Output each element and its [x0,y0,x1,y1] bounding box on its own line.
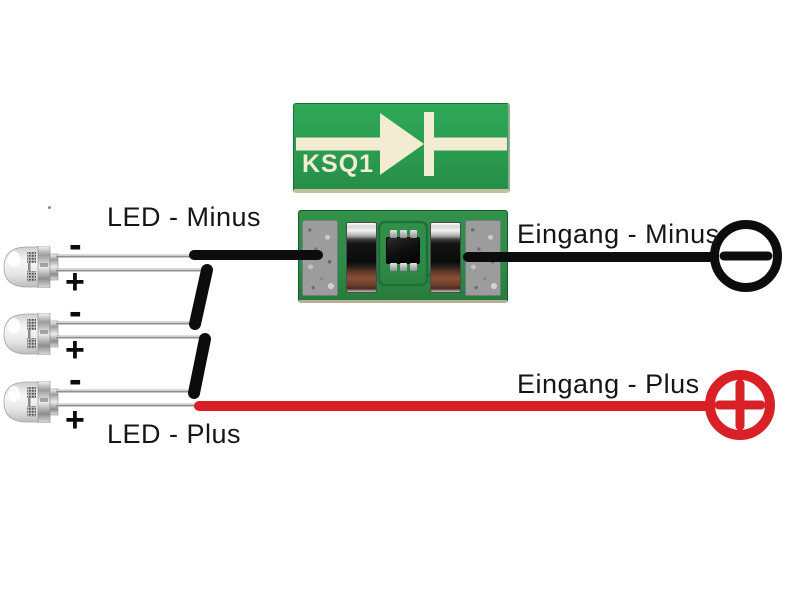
ic-leg [410,263,417,271]
smd-resistor-left [346,222,377,293]
jumper-led2-to-led3 [188,333,211,399]
eingang-plus-label: Eingang - Plus [517,369,700,399]
led-plus-label: LED - Plus [107,419,242,449]
stray-speck [48,206,51,209]
smd-resistor-right [430,222,461,293]
minus-terminal-icon [710,220,782,292]
ic-leg [390,230,397,238]
led-minus-label: LED - Minus [107,202,262,232]
ic-leg [390,263,397,271]
ksq1-label: KSQ1 [302,150,375,178]
ksq1-board-front: KSQ1 [293,103,510,193]
ic-leg [410,230,417,238]
ic-leg [400,230,407,238]
jumper-led1-to-led2 [189,264,213,330]
led-2-plus-mark: + [65,331,85,369]
ic-leg [400,263,407,271]
led-1-plus-mark: + [65,263,85,301]
diode-symbol-icon [296,112,507,176]
led-3-plus-mark: + [65,401,85,439]
plus-terminal-icon [705,370,775,440]
eingang-minus-label: Eingang - Minus [517,219,720,249]
smd-ic [386,230,420,271]
